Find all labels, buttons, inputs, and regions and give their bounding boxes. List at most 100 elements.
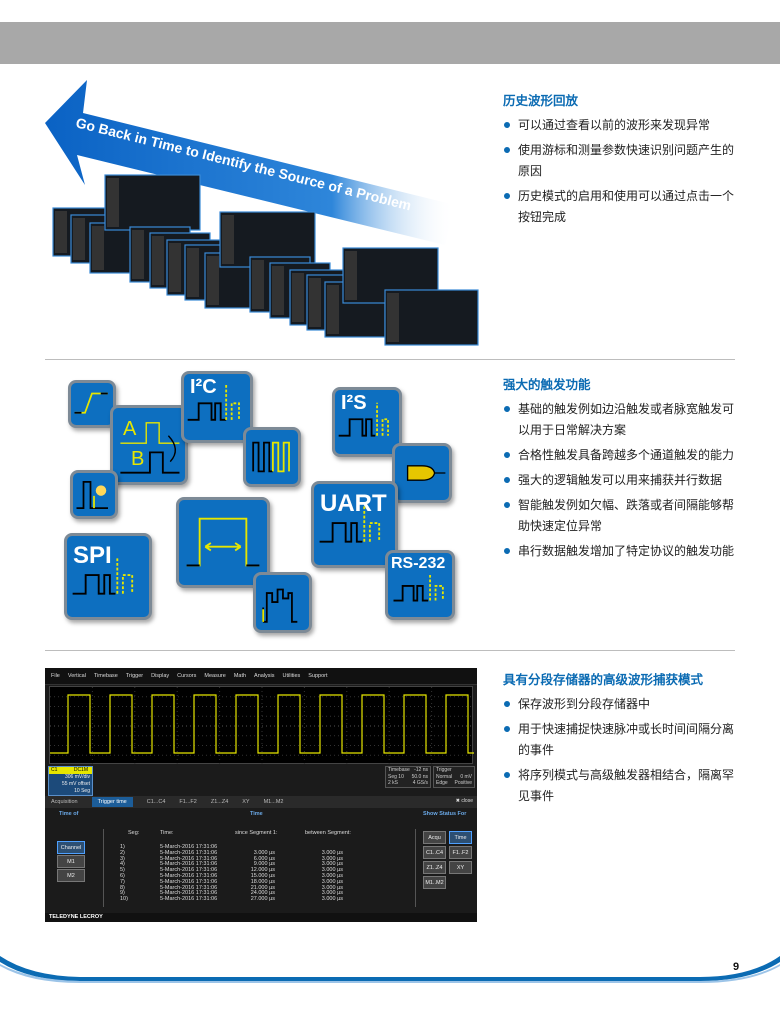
table-cell: 5-March-2016 17:31:06: [160, 867, 218, 874]
page-number: 9: [733, 961, 740, 973]
i2s-trigger-icon: I²S: [332, 387, 402, 457]
menu-item-trigger[interactable]: Trigger: [125, 673, 144, 679]
table-cell: 3.000 µs: [321, 896, 343, 903]
channel-coupling: DC1M: [73, 767, 88, 773]
timebase-tdiv: 50.0 ns: [411, 773, 428, 780]
table-cell: 5-March-2016 17:31:06: [160, 890, 218, 897]
table-cell: 24.000 µs: [250, 890, 275, 897]
tab-4[interactable]: Z1...Z4: [210, 799, 229, 805]
timebase-rate: 4 GS/s: [412, 780, 428, 786]
table-cell: 9): [120, 890, 125, 897]
menu-item-support[interactable]: Support: [308, 673, 328, 679]
status-button-0[interactable]: Acqu: [423, 831, 446, 844]
tab-5[interactable]: XY: [242, 799, 250, 805]
tab-0[interactable]: Acquisition: [51, 799, 78, 805]
table-cell: 10): [120, 896, 128, 903]
dialog-tabs: Acquisition Trigger time C1...C4 F1...F2 Z1.…: [45, 796, 477, 808]
bullet: 保存波形到分段存储器中: [503, 694, 743, 715]
section-history-replay: 历史波形回放 可以通过查看以前的波形来发现异常 使用游标和测量参数快速识别问题产…: [503, 90, 743, 232]
table-cell: 3.000 µs: [321, 861, 343, 868]
arrow-icon: [45, 80, 455, 245]
tab-1[interactable]: Trigger time: [91, 797, 133, 807]
bullet: 将序列模式与高级触发器相结合，隔离罕见事件: [503, 765, 743, 807]
edge-trigger-icon: [68, 380, 116, 428]
section-title: 具有分段存储器的高级波形捕获模式: [503, 672, 704, 687]
menu-item-measure[interactable]: Measure: [204, 673, 226, 679]
status-button-1[interactable]: Time: [449, 831, 472, 844]
channel-1-trace: [50, 694, 474, 754]
status-button-5[interactable]: XY: [449, 861, 472, 874]
table-cell: 6.000 µs: [253, 855, 275, 862]
status-button-6[interactable]: M1..M2: [423, 876, 446, 889]
menu-item-vertical[interactable]: Vertical: [67, 673, 86, 679]
tab-3[interactable]: F1...F2: [179, 799, 197, 805]
menu-item-timebase[interactable]: Timebase: [93, 673, 118, 679]
status-button-4[interactable]: Z1..Z4: [423, 861, 446, 874]
menu-item-utilities[interactable]: Utilities: [282, 673, 301, 679]
table-cell: 5-March-2016 17:31:06: [160, 861, 218, 868]
table-cell: 3.000 µs: [321, 867, 343, 874]
time-of-button-m2[interactable]: M2: [57, 869, 85, 882]
menu-item-math[interactable]: Math: [233, 673, 247, 679]
channel-descriptor[interactable]: C1 DC1M 306 mV/div 55 mV offset 10 Seg: [48, 766, 93, 796]
tab-2[interactable]: C1...C4: [146, 799, 166, 805]
bullet: 可以通过查看以前的波形来发现异常: [503, 115, 743, 136]
history-mode-illustration: Go Back in Time to Identify the Source o…: [45, 80, 479, 346]
status-button-2[interactable]: C1..C4: [423, 846, 446, 859]
bullet: 合格性触发具备跨越多个通道触发的能力: [503, 445, 743, 466]
trigger-level: 0 mV: [460, 773, 472, 780]
column-header: since Segment 1:: [235, 830, 278, 836]
menu-item-analysis[interactable]: Analysis: [254, 673, 275, 679]
table-cell: 1): [120, 844, 125, 850]
divider: [45, 359, 735, 360]
table-cell: 3.000 µs: [321, 873, 343, 879]
timebase-delay: -12 ns: [414, 767, 428, 773]
table-cell: 15.000 µs: [250, 873, 275, 879]
rs232-trigger-icon: RS-232: [385, 550, 455, 620]
menu-item-display[interactable]: Display: [151, 673, 170, 679]
timebase-label: Timebase: [388, 767, 410, 773]
table-cell: 7): [120, 878, 125, 885]
table-cell: 5-March-2016 17:31:06: [160, 855, 218, 862]
a-label: A: [123, 418, 137, 440]
time-of-button-channel[interactable]: Channel: [57, 841, 85, 854]
table-cell: 3.000 µs: [321, 849, 343, 856]
pattern-trigger-icon: [243, 427, 301, 487]
table-cell: 5-March-2016 17:31:06: [160, 884, 218, 891]
width-trigger-icon: [176, 497, 270, 588]
column-header: between Segment:: [305, 830, 351, 836]
bullet: 串行数据触发增加了特定协议的触发功能: [503, 541, 743, 562]
b-label: B: [131, 448, 145, 470]
table-cell: 3.000 µs: [253, 849, 275, 856]
bullet: 基础的触发例如边沿触发或者脉宽触发可以用于日常解决方案: [503, 399, 743, 441]
uart-trigger-icon: UART: [311, 481, 398, 568]
channel-name: C1: [51, 767, 58, 773]
channel-segments: 10 Seg: [74, 788, 90, 794]
table-cell: 5): [120, 867, 125, 874]
section-title: 历史波形回放: [503, 93, 579, 108]
trigger-label: Trigger: [436, 767, 452, 773]
menu-item-cursors[interactable]: Cursors: [177, 673, 197, 679]
time-of-button-m1[interactable]: M1: [57, 855, 85, 868]
table-cell: 3.000 µs: [321, 878, 343, 885]
table-cell: 12.000 µs: [250, 867, 275, 874]
bullet: 智能触发例如欠幅、跌落或者间隔能够帮助快速定位异常: [503, 495, 743, 537]
menu-item-file[interactable]: File: [51, 673, 60, 679]
bullet: 使用游标和测量参数快速识别问题产生的原因: [503, 140, 743, 182]
tab-6[interactable]: M1...M2: [263, 799, 284, 805]
bullet: 历史模式的启用和使用可以通过点击一个按钮完成: [503, 186, 743, 228]
trigger-descriptor[interactable]: Trigger Normal 0 mV Edge Positive: [433, 766, 475, 788]
close-label: close: [461, 798, 473, 804]
table-cell: 21.000 µs: [250, 884, 275, 891]
section-segmented-memory: 具有分段存储器的高级波形捕获模式 保存波形到分段存储器中 用于快速捕捉快速脉冲或…: [503, 669, 743, 811]
table-cell: 5-March-2016 17:31:06: [160, 844, 218, 850]
status-button-3[interactable]: F1..F2: [449, 846, 472, 859]
timebase-descriptor[interactable]: Timebase -12 ns Seg 10 50.0 ns 2 kS 4 GS…: [385, 766, 431, 788]
waveform-grid: [49, 686, 474, 765]
table-cell: 6): [120, 873, 125, 879]
i2c-label: I²C: [190, 376, 217, 398]
section-title: 强大的触发功能: [503, 377, 591, 392]
close-button[interactable]: ✖ close: [455, 798, 473, 804]
menu-bar: File Vertical Timebase Trigger Display Cursor…: [45, 668, 477, 685]
